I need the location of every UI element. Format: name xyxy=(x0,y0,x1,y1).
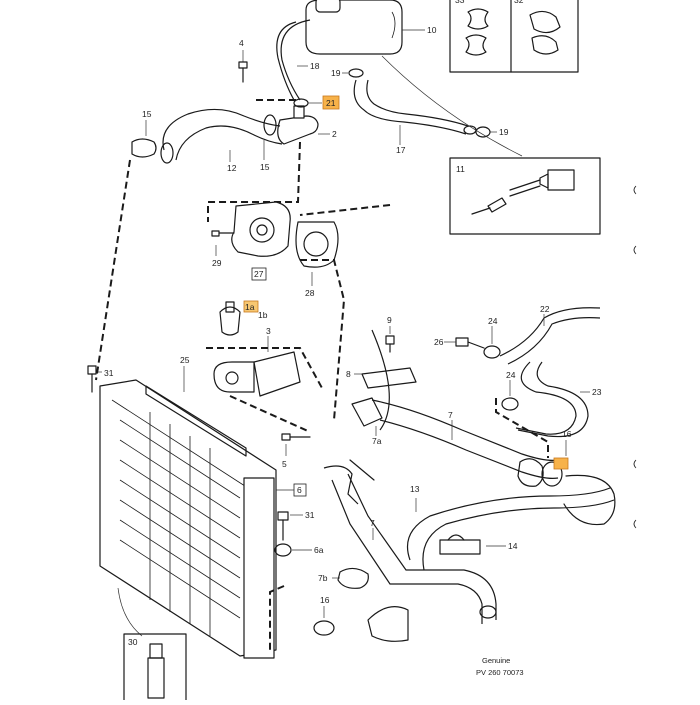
clamp-16-right xyxy=(541,461,563,487)
sender-26 xyxy=(455,337,485,349)
connector-dash-left xyxy=(95,159,131,381)
clamp-7b xyxy=(337,567,369,589)
clamp-15-left xyxy=(131,138,157,158)
callout-24-mid: 24 xyxy=(506,370,516,380)
callout-3: 3 xyxy=(266,326,271,336)
callout-33: 33 xyxy=(455,0,465,5)
callout-16-highlight xyxy=(553,457,569,470)
callout-19-top: 19 xyxy=(331,68,341,78)
hose-18 xyxy=(280,19,311,101)
callout-25: 25 xyxy=(180,355,190,365)
sensor-inset-box xyxy=(449,157,601,235)
callout-17: 17 xyxy=(396,145,406,155)
callout-9: 9 xyxy=(387,315,392,325)
connector-dash-upper xyxy=(207,99,301,222)
callout-23: 23 xyxy=(592,387,602,397)
callout-19-right: 19 xyxy=(499,127,509,137)
hose-13 xyxy=(406,487,611,561)
clip-inset-box xyxy=(449,0,579,73)
hose-22 xyxy=(499,307,601,357)
callout-32: 32 xyxy=(514,0,524,5)
bolt-5 xyxy=(281,433,311,441)
water-pump-27 xyxy=(231,201,291,257)
callout-15-left: 15 xyxy=(142,109,152,119)
callout-1a: 1a xyxy=(245,302,255,312)
callout-7-lower: 7 xyxy=(370,518,375,528)
footer-part-number: PV 260 70073 xyxy=(476,668,524,677)
callout-18: 18 xyxy=(310,61,320,71)
callout-16-low: 16 xyxy=(320,595,330,605)
callout-10: 10 xyxy=(427,25,437,35)
callout-28: 28 xyxy=(305,288,315,298)
bolt-29 xyxy=(211,230,235,237)
callout-6: 6 xyxy=(297,485,302,495)
expansion-tank xyxy=(305,0,403,55)
callout-29: 29 xyxy=(212,258,222,268)
callout-21-highlight xyxy=(322,95,340,110)
callout-24-top: 24 xyxy=(488,316,498,326)
connector-dash-center xyxy=(206,259,346,421)
footer-genuine: Genuine xyxy=(482,656,510,665)
callout-31-top: 31 xyxy=(104,368,114,378)
callout-8: 8 xyxy=(346,369,351,379)
bolt-31-top xyxy=(87,365,97,393)
thermostat-housing-2 xyxy=(277,105,319,145)
clamp-16-low xyxy=(313,620,335,636)
callout-15-mid: 15 xyxy=(260,162,270,172)
callout-4: 4 xyxy=(239,38,244,48)
callout-7b: 7b xyxy=(318,573,328,583)
bracket-14 xyxy=(439,534,481,555)
callout-21: 21 xyxy=(326,98,336,108)
clamp-24-top xyxy=(483,345,501,359)
callout-12: 12 xyxy=(227,163,237,173)
callout-31-mid: 31 xyxy=(305,510,315,520)
gasket-28 xyxy=(295,221,339,268)
callout-11: 11 xyxy=(456,164,465,174)
bracket-7a xyxy=(351,397,383,427)
callout-26: 26 xyxy=(434,337,444,347)
pipe-7-main xyxy=(371,399,559,461)
bolt-31-mid xyxy=(277,511,289,541)
callout-5: 5 xyxy=(282,459,287,469)
callout-14: 14 xyxy=(508,541,518,551)
pipe-7-lower xyxy=(331,479,483,624)
pipe-7b-upper xyxy=(323,465,359,505)
callout-13: 13 xyxy=(410,484,420,494)
thermostat-1a xyxy=(219,301,241,336)
callout-6a: 6a xyxy=(314,545,324,555)
hose-17 xyxy=(353,79,467,135)
hose-12 xyxy=(162,108,281,151)
bolt-4 xyxy=(238,50,248,83)
callout-22: 22 xyxy=(540,304,550,314)
hose-16-right xyxy=(563,474,616,526)
callout-7a: 7a xyxy=(372,436,382,446)
grommet-6a xyxy=(274,543,292,557)
callout-16-right: 16 xyxy=(562,429,572,439)
callout-7: 7 xyxy=(448,410,453,420)
clamp-24-mid xyxy=(501,397,519,411)
callout-30: 30 xyxy=(128,637,138,647)
thermostat-housing-3 xyxy=(213,351,301,397)
coupling-right xyxy=(517,458,544,487)
callout-1b: 1b xyxy=(258,310,268,320)
bolt-9 xyxy=(385,335,395,353)
callout-27: 27 xyxy=(254,269,264,279)
hose-23 xyxy=(515,361,577,435)
radiator-25 xyxy=(99,379,277,659)
callout-2: 2 xyxy=(332,129,337,139)
hose-16-low xyxy=(367,606,409,642)
clamp-19-top xyxy=(348,68,364,78)
flange-8 xyxy=(361,367,417,389)
